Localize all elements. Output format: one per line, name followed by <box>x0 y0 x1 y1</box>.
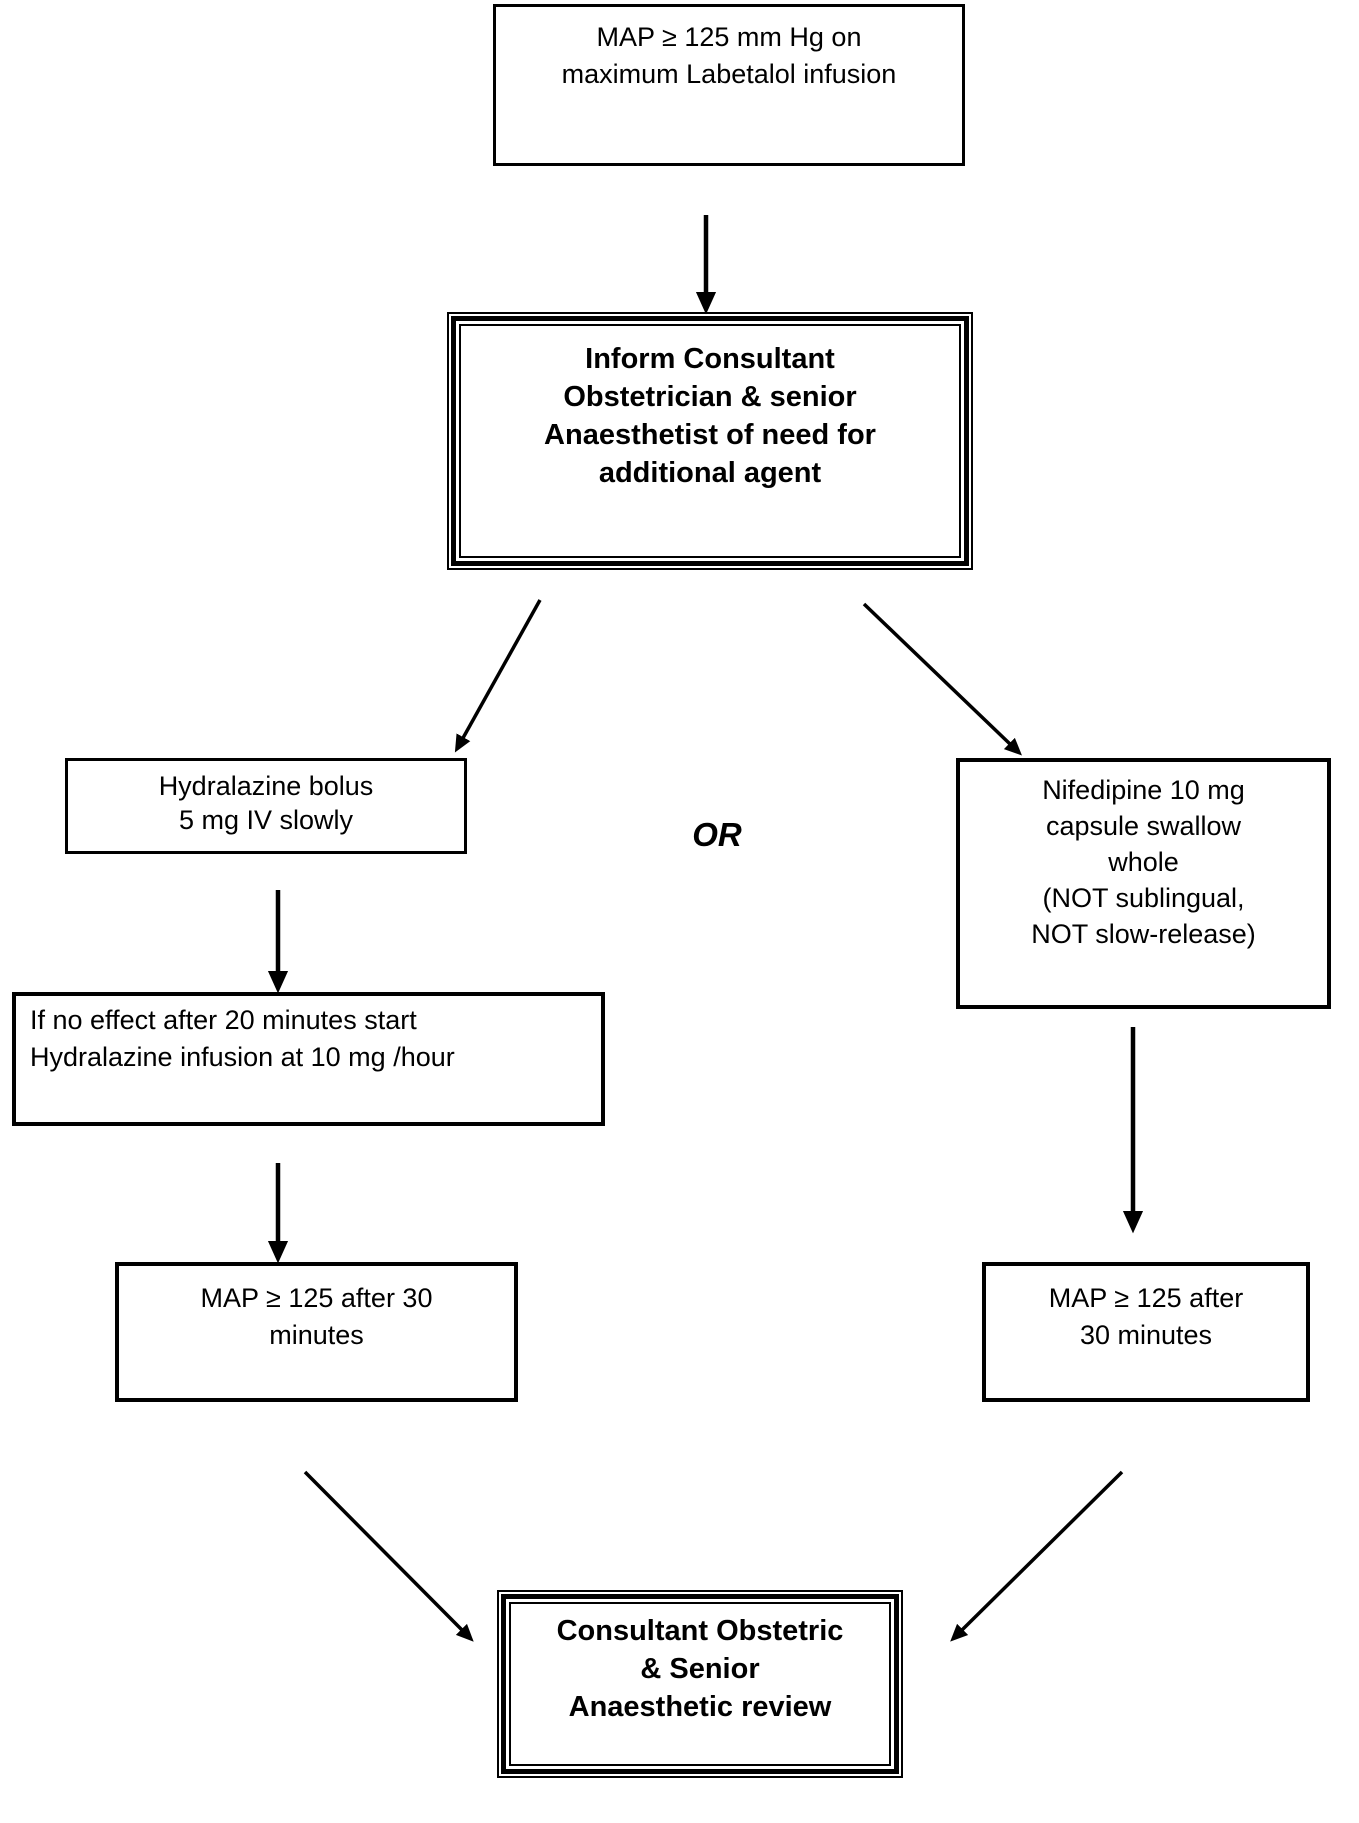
node-nifedipine: Nifedipine 10 mg capsule swallow whole (… <box>956 758 1331 1009</box>
node-label: If no effect after 20 minutes start Hydr… <box>30 1005 455 1072</box>
or-connector-label: OR <box>692 816 742 853</box>
node-map-125-labetalol: MAP ≥ 125 mm Hg on maximum Labetalol inf… <box>493 4 965 166</box>
arrow-map-right-to-review <box>950 1470 1124 1642</box>
node-label: Inform Consultant Obstetrician & senior … <box>544 343 876 489</box>
triple-border-mid: Inform Consultant Obstetrician & senior … <box>451 316 969 566</box>
node-label: Nifedipine 10 mg capsule swallow whole (… <box>1031 775 1256 949</box>
node-label: Consultant Obstetric & Senior Anaestheti… <box>556 1615 844 1723</box>
node-map-recheck-right: MAP ≥ 125 after 30 minutes <box>982 1262 1310 1402</box>
node-hydralazine-bolus: Hydralazine bolus 5 mg IV slowly <box>65 758 467 854</box>
arrow-inform-to-nifedipine <box>862 602 1022 756</box>
triple-border-mid: Consultant Obstetric & Senior Anaestheti… <box>501 1594 899 1774</box>
triple-border-inner: Inform Consultant Obstetrician & senior … <box>459 324 961 558</box>
node-map-recheck-left: MAP ≥ 125 after 30 minutes <box>115 1262 518 1402</box>
node-label: MAP ≥ 125 mm Hg on maximum Labetalol inf… <box>561 22 897 89</box>
node-hydralazine-infusion: If no effect after 20 minutes start Hydr… <box>12 992 605 1126</box>
arrow-inform-to-hydralazine <box>454 599 542 753</box>
node-inform-consultant: Inform Consultant Obstetrician & senior … <box>447 312 973 570</box>
node-consultant-review: Consultant Obstetric & Senior Anaestheti… <box>497 1590 903 1778</box>
node-label: MAP ≥ 125 after 30 minutes <box>200 1283 433 1350</box>
triple-border-inner: Consultant Obstetric & Senior Anaestheti… <box>509 1602 891 1766</box>
node-label: Hydralazine bolus 5 mg IV slowly <box>158 771 374 835</box>
arrow-map-left-to-review <box>303 1470 474 1642</box>
node-label: MAP ≥ 125 after 30 minutes <box>1048 1283 1244 1350</box>
